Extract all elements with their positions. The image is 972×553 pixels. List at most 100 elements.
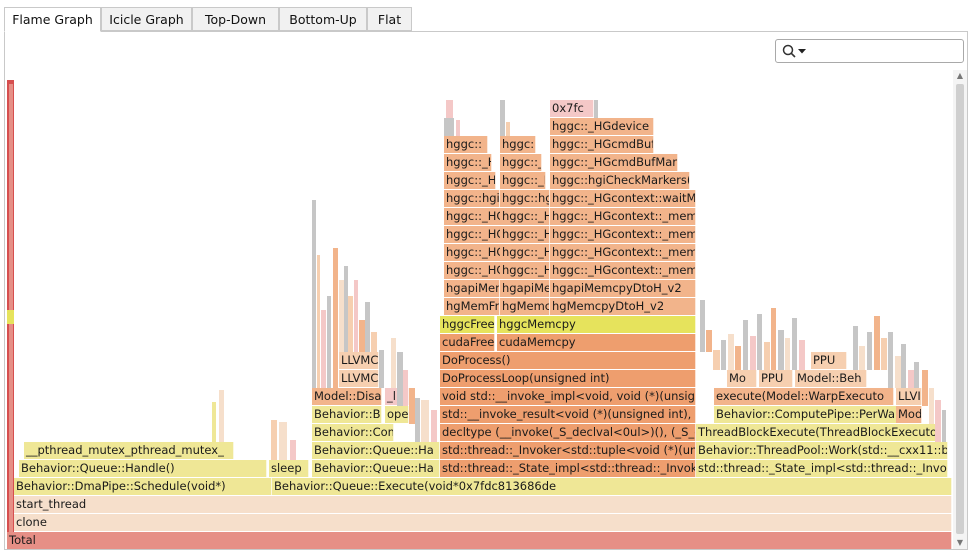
flame-frame[interactable]: hggc::_HGcmdBufMark [550,154,678,171]
flame-sample-sliver[interactable] [929,388,934,424]
vertical-scrollbar[interactable]: ▲ ▼ [953,70,967,549]
flame-sample-sliver[interactable] [290,440,296,460]
flame-sample-sliver[interactable] [735,346,741,370]
flame-frame[interactable]: hgMemFr [444,298,500,315]
flame-sample-sliver[interactable] [888,332,893,388]
flame-frame[interactable]: Behavior::Be [312,406,382,423]
flame-sample-sliver[interactable] [867,332,872,370]
flame-sample-sliver[interactable] [713,350,720,370]
tab-icicle-graph[interactable]: Icicle Graph [101,7,192,31]
flame-frame[interactable]: std::thread::_State_impl<std::thread::_I… [440,460,696,477]
flame-sample-sliver[interactable] [421,400,429,442]
flame-sample-sliver[interactable] [728,334,734,370]
flame-frame[interactable]: hggc::_H [500,172,546,189]
flame-sample-sliver[interactable] [371,332,377,352]
flame-sample-sliver[interactable] [456,120,460,136]
tab-top-down[interactable]: Top-Down [192,7,279,31]
tab-flat[interactable]: Flat [367,7,412,31]
flame-sample-sliver[interactable] [409,388,415,424]
flame-sample-sliver[interactable] [312,200,316,388]
flame-frame[interactable]: hgapiMe [500,280,550,297]
flame-frame[interactable]: __pthread_mutex_pthread_mutex_ [24,442,234,459]
flame-frame[interactable]: hggc::_H [444,172,496,189]
flame-sample-sliver[interactable] [348,296,353,352]
flame-sample-sliver[interactable] [397,352,403,406]
flame-sample-sliver[interactable] [365,302,370,352]
flame-sample-sliver[interactable] [444,118,454,136]
flame-frame[interactable]: hggc::_H [500,208,550,225]
flame-sample-sliver[interactable] [321,310,326,388]
flame-frame[interactable]: Mo [727,370,757,387]
flame-frame[interactable]: PPU [811,352,847,369]
flame-frame[interactable]: hgapiMen [444,280,500,297]
flame-frame[interactable]: Total [7,532,952,549]
flame-frame[interactable]: DoProcess() [440,352,696,369]
flame-sample-sliver[interactable] [700,300,705,352]
flame-frame[interactable]: cudaFree [440,334,495,351]
flame-sample-sliver[interactable] [354,280,358,352]
flame-frame[interactable]: sleep [269,460,309,477]
flame-sample-sliver[interactable] [799,340,805,370]
flame-frame[interactable]: hggc::_HGcmdBuffer:: [550,136,654,153]
flame-sample-sliver[interactable] [317,255,320,388]
flame-frame[interactable]: LLVI [896,388,922,405]
flame-sample-sliver[interactable] [344,266,348,352]
flame-frame[interactable]: Behavior::ThreadPool::Work(std::__cxx11:… [696,442,948,459]
flame-sample-sliver[interactable] [506,122,510,136]
flame-sample-sliver[interactable] [908,370,914,388]
flame-frame[interactable]: Model::Beh [795,370,867,387]
flame-sample-sliver[interactable] [279,422,287,460]
flame-frame[interactable]: Behavior::Queue::Handle() [19,460,267,477]
flame-sample-sliver[interactable] [594,100,598,118]
flame-sample-sliver[interactable] [706,330,712,352]
flame-frame[interactable]: PPU [759,370,793,387]
flame-sample-sliver[interactable] [764,342,770,370]
flame-sample-sliver[interactable] [379,350,384,388]
flame-sample-sliver[interactable] [922,370,928,406]
flame-frame[interactable]: LLVMC [339,370,379,387]
flame-frame[interactable]: Behavior::Compute [312,424,394,441]
flame-frame[interactable]: start_thread [14,496,952,513]
flame-frame[interactable]: hgapiMemcpyDtoH_v2 [550,280,696,297]
flame-sample-sliver[interactable] [327,296,331,388]
scrollbar-thumb[interactable] [956,84,964,534]
flame-sample-sliver[interactable] [500,100,505,136]
flame-sample-sliver[interactable] [942,410,946,442]
flame-frame[interactable]: cudaMemcpy [497,334,696,351]
flame-sample-sliver[interactable] [853,326,858,370]
flame-sample-sliver[interactable] [757,314,762,370]
flame-sample-sliver[interactable] [914,362,919,388]
flame-frame[interactable]: hgMemc [500,298,550,315]
flame-frame[interactable]: hgMemcpyDtoH_v2 [550,298,696,315]
flame-frame[interactable]: hggc:: [444,136,488,153]
flame-sample-sliver[interactable] [415,398,420,442]
flame-frame[interactable]: hggc::_HG [444,244,502,261]
flame-frame[interactable]: std::__invoke_result<void (*)(unsigned i… [440,406,696,423]
flame-sample-sliver[interactable] [792,318,797,370]
tab-bottom-up[interactable]: Bottom-Up [279,7,367,31]
flame-sample-sliver[interactable] [359,320,365,352]
flame-frame[interactable]: hggc::_HGcontext::_memcp [550,262,696,279]
flame-frame[interactable]: Model::Disa [312,388,382,405]
flame-frame[interactable]: 0x7fc [550,100,594,117]
flame-sample-sliver[interactable] [7,310,14,324]
flame-frame[interactable]: clone [14,514,952,531]
flame-sample-sliver[interactable] [935,400,941,442]
flame-frame[interactable]: decltype (__invoke(_S_declval<0ul>)(), (… [440,424,696,441]
flame-frame[interactable]: ope [385,406,409,423]
flame-sample-sliver[interactable] [9,84,13,532]
flame-frame[interactable]: hggcFree [440,316,495,333]
flame-sample-sliver[interactable] [881,338,887,370]
flame-sample-sliver[interactable] [339,280,344,352]
flame-sample-sliver[interactable] [431,410,437,442]
flame-frame[interactable]: hggc: [500,136,536,153]
flame-frame[interactable]: hggc::_HG [444,226,502,243]
flame-sample-sliver[interactable] [901,344,906,388]
flame-frame[interactable]: Behavior::Queue::Ha [312,442,440,459]
flame-frame[interactable]: hggc::hgi [444,190,500,207]
flame-sample-sliver[interactable] [403,370,408,406]
flame-frame[interactable]: Behavior::DmaPipe::Schedule(void*) [14,478,272,495]
flame-frame[interactable]: execute(Model::WarpExecuto [714,388,894,405]
flame-frame[interactable]: hggc::_HG [444,262,502,279]
